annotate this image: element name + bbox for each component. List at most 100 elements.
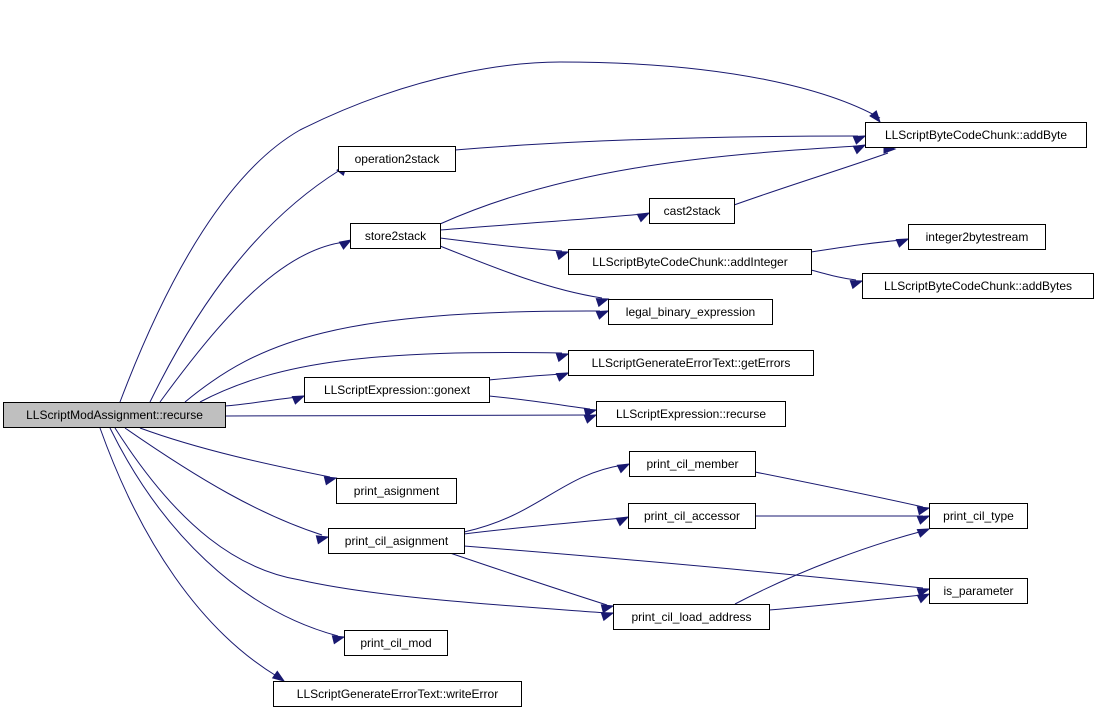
arrowhead [916,588,931,598]
node-box[interactable] [929,503,1028,529]
node-exprRecurse[interactable]: LLScriptExpression::recurse [596,401,786,427]
node-box[interactable] [649,198,735,224]
node-isParam[interactable]: is_parameter [929,578,1028,604]
node-box[interactable] [273,681,522,707]
edge-line [439,245,603,299]
arrowhead [291,395,306,405]
node-label: store2stack [365,229,427,243]
arrowhead [271,670,286,682]
edge-line [463,517,623,535]
node-box[interactable] [344,630,448,656]
node-box[interactable] [628,503,756,529]
node-box[interactable] [608,299,773,325]
arrowhead [323,476,338,486]
node-label: operation2stack [355,152,441,166]
node-label: LLScriptByteCodeChunk::addByte [885,128,1067,142]
edge-line [734,530,924,605]
node-store2stack[interactable]: store2stack [350,223,441,249]
edge-line [139,427,331,478]
node-box[interactable] [908,224,1046,250]
node-op2stack[interactable]: operation2stack [338,146,456,172]
edge-root-to-op2stack [149,162,348,403]
nodes-layer: LLScriptModAssignment::recurse LLScriptBy… [3,122,1094,707]
arrowhead [595,298,610,308]
arrowhead [555,353,570,363]
node-label: LLScriptGenerateErrorText::writeError [297,687,498,701]
arrowhead [555,251,570,261]
edge-store2stack-to-addByte [439,144,867,225]
node-getErrors[interactable]: LLScriptGenerateErrorText::getErrors [568,350,814,376]
node-cilAccessor[interactable]: print_cil_accessor [628,503,756,529]
node-label: LLScriptGenerateErrorText::getErrors [592,356,791,370]
edge-line [119,61,881,403]
node-box[interactable] [865,122,1087,148]
node-box[interactable] [328,528,465,554]
node-box[interactable] [596,401,786,427]
node-box[interactable] [338,146,456,172]
edge-line [224,396,299,407]
edge-line [439,145,859,225]
edge-line [754,471,924,508]
node-label: print_cil_load_address [631,610,751,624]
node-label: LLScriptModAssignment::recurse [26,408,203,422]
node-addInteger[interactable]: LLScriptByteCodeChunk::addInteger [568,249,812,275]
arrowhead [331,635,346,645]
edge-root-to-cilAsign [124,427,330,545]
node-label: print_cil_member [646,457,738,471]
edge-line [488,395,591,410]
node-cilMod[interactable]: print_cil_mod [344,630,448,656]
arrowhead [315,535,330,545]
edges-layer [99,61,931,682]
edge-root-to-store2stack [159,239,353,403]
arrowhead [895,238,910,248]
node-cilType[interactable]: print_cil_type [929,503,1028,529]
node-box[interactable] [350,223,441,249]
edge-line [768,594,924,611]
node-writeError[interactable]: LLScriptGenerateErrorText::writeError [273,681,522,707]
node-cilAsign[interactable]: print_cil_asignment [328,528,465,554]
node-label: is_parameter [943,584,1013,598]
edge-addInteger-to-int2bytes [810,238,910,253]
node-gonext[interactable]: LLScriptExpression::gonext [304,377,490,403]
node-int2bytes[interactable]: integer2bytestream [908,224,1046,250]
edge-cast2stack-to-addByte [733,144,897,206]
node-box[interactable] [304,377,490,403]
node-label: print_cil_asignment [345,534,449,548]
edge-root-to-getErrors [199,352,570,403]
edge-cilAsign-to-cilLoad [449,552,615,614]
edge-store2stack-to-addInteger [439,237,570,261]
edge-root-to-exprRecurse [224,414,598,424]
node-box[interactable] [568,350,814,376]
node-cilMember[interactable]: print_cil_member [629,451,756,477]
edge-cilAsign-to-cilMember [463,463,631,533]
node-addByte[interactable]: LLScriptByteCodeChunk::addByte [865,122,1087,148]
node-printAsign[interactable]: print_asignment [336,478,457,504]
node-box[interactable] [929,578,1028,604]
arrowhead [338,239,353,250]
edge-addInteger-to-addBytes [810,269,864,290]
edge-line [199,352,563,403]
arrowhead [849,280,864,290]
arrowhead [595,310,610,320]
node-label: cast2stack [664,204,722,218]
arrowhead [916,593,931,604]
edge-op2stack-to-addByte [454,135,867,151]
edge-cilAsign-to-cilAccessor [463,516,630,535]
node-box[interactable] [862,273,1094,299]
node-cast2stack[interactable]: cast2stack [649,198,735,224]
node-box[interactable] [3,402,226,428]
node-root[interactable]: LLScriptModAssignment::recurse [3,402,226,428]
node-box[interactable] [629,451,756,477]
arrowhead [636,212,651,223]
node-label: LLScriptByteCodeChunk::addBytes [884,279,1072,293]
node-legal[interactable]: legal_binary_expression [608,299,773,325]
edge-line [449,552,608,606]
node-addBytes[interactable]: LLScriptByteCodeChunk::addBytes [862,273,1094,299]
edge-line [99,427,279,678]
node-box[interactable] [613,604,770,630]
node-cilLoad[interactable]: print_cil_load_address [613,604,770,630]
arrowhead [615,516,630,527]
node-box[interactable] [336,478,457,504]
node-box[interactable] [568,249,812,275]
